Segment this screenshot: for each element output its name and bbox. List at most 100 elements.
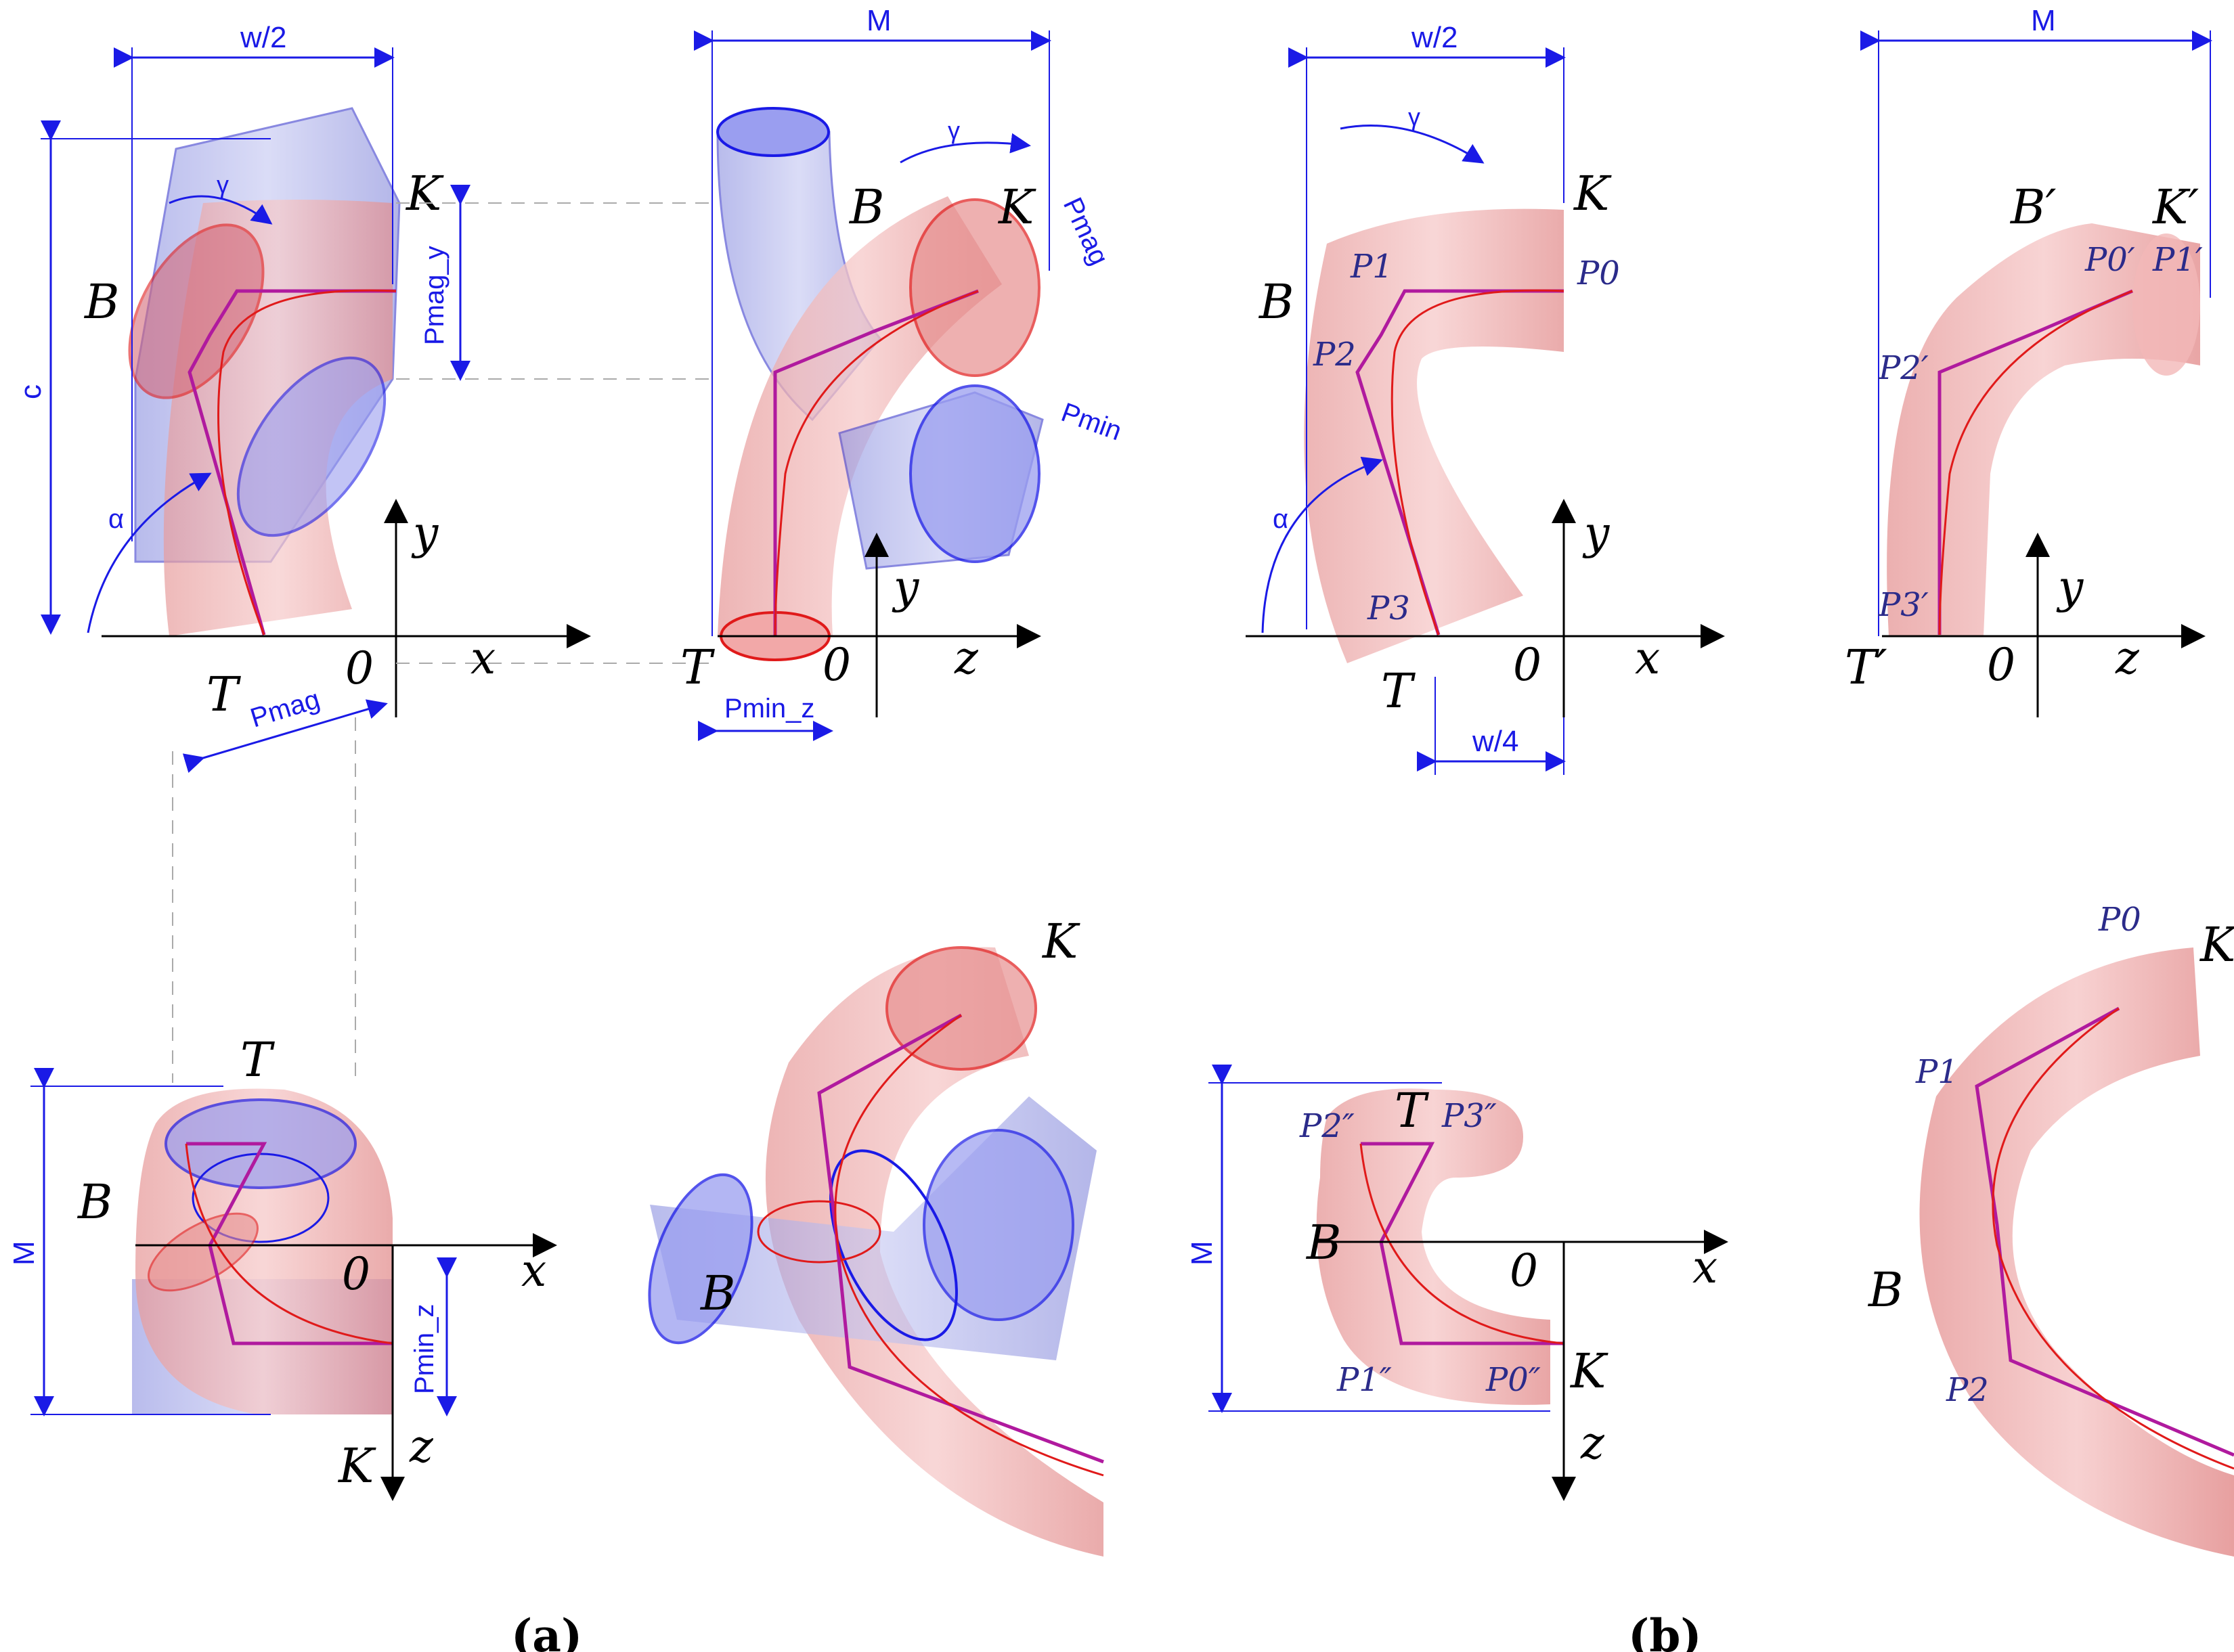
point-P2: P2: [1313, 336, 1356, 374]
point-P1: P1′: [2152, 241, 2203, 279]
point-K: K: [1569, 1343, 1608, 1399]
bezier-curve: [1992, 1007, 2234, 1470]
pink-tube: [1919, 947, 2234, 1557]
red-ellipse: [757, 1200, 881, 1264]
point-B: B: [1258, 274, 1294, 330]
label-gamma: γ: [1408, 103, 1420, 131]
point-T: T: [680, 640, 715, 695]
label-pmin-z: Pmin_z: [724, 694, 814, 723]
origin: 0: [823, 639, 851, 691]
label-w4: w/4: [1472, 725, 1518, 758]
control-polyline: [773, 289, 979, 636]
point-B: B: [699, 1266, 735, 1321]
axis-z-label: z: [2115, 632, 2140, 684]
origin: 0: [342, 1248, 370, 1300]
point-B: B: [76, 1174, 112, 1230]
bezier-curve: [774, 290, 979, 637]
angle-alpha-arc: [1261, 456, 1383, 633]
label-pmin-side: Pmin: [1057, 397, 1126, 447]
axis-y-label: y: [1582, 507, 1610, 559]
axis-x-label: x: [1635, 632, 1660, 684]
label-M: M: [7, 1241, 41, 1266]
label-c: c: [14, 384, 47, 399]
point-T: T: [206, 667, 241, 722]
pink-tube: [1316, 1088, 1550, 1405]
label-pmag-side: Pmag: [1057, 193, 1114, 269]
axis-y-label: y: [2056, 561, 2084, 613]
blue-ellipse: [236, 356, 387, 537]
caption-a: (a): [511, 1609, 582, 1652]
caption-b: (b): [1628, 1609, 1702, 1652]
point-B: B: [848, 179, 884, 235]
blue-ellipse: [716, 107, 830, 157]
point-P2: P2: [1946, 1371, 1989, 1409]
label-pmin-z: Pmin_z: [410, 1304, 439, 1394]
label-w2: w/2: [240, 21, 286, 54]
blue-ellipse: [648, 1173, 753, 1345]
axis-y-label: y: [411, 507, 439, 559]
panel-b-iso-view: P0 K P1 B P2: [1867, 901, 2234, 1557]
point-P0: P0: [2098, 901, 2141, 939]
red-ellipse: [128, 223, 265, 399]
panel-b-side-view: M z y B′ K′ T′ 0 P0′ P1′ P2′ P3′: [1845, 4, 2212, 717]
point-P0: P0″: [1485, 1361, 1541, 1399]
label-gamma: γ: [948, 116, 960, 144]
axis-y-label: y: [892, 561, 919, 613]
axis-z-label: z: [954, 632, 979, 684]
point-K: K: [337, 1438, 376, 1494]
control-polyline: [188, 289, 396, 635]
panel-a-side-view: M Pmin_z Pmag Pmin γ z y B K T 0: [680, 4, 1126, 741]
point-B: B: [83, 274, 119, 330]
angle-gamma-arc: [900, 133, 1031, 164]
point-P2: P2′: [1878, 349, 1929, 387]
point-P3: P3′: [1878, 586, 1929, 624]
angle-alpha-arc: [87, 472, 212, 633]
point-P1: P1: [1915, 1053, 1958, 1091]
origin: 0: [1510, 1245, 1538, 1297]
point-P1: P1″: [1336, 1361, 1392, 1399]
angle-gamma-arc: [1340, 125, 1485, 164]
point-K: K: [1041, 914, 1080, 969]
label-gamma: γ: [217, 171, 229, 198]
pink-ellipse: [2132, 233, 2200, 376]
origin: 0: [345, 642, 374, 694]
point-B: B: [1305, 1215, 1341, 1270]
bezier-curve: [1359, 1143, 1564, 1345]
point-P3: P3″: [1441, 1097, 1497, 1135]
angle-gamma-arc: [169, 195, 273, 225]
point-K: K: [1573, 166, 1612, 221]
panel-b-front-view: w/2 w/4 α γ x y K B T 0 P0 P1 P2 P3: [1246, 21, 1725, 775]
label-alpha: α: [1273, 504, 1288, 534]
panel-a-front-view: w/2 c Pmag_y Pmag α γ x y K B T 0: [14, 21, 718, 1083]
bezier-curve: [185, 1143, 393, 1345]
point-P0: P0: [1577, 254, 1620, 292]
point-P1: P1: [1350, 248, 1393, 286]
axis-x-label: x: [521, 1245, 546, 1297]
bezier-curve: [834, 1014, 1104, 1477]
bezier-curve: [1938, 290, 2133, 635]
panel-a-top-view: M Pmin_z x z T B K 0: [7, 1032, 557, 1501]
label-w2: w/2: [1411, 21, 1458, 54]
bezier-curve: [1390, 289, 1564, 635]
point-K: K: [997, 179, 1036, 235]
label-M: M: [867, 4, 892, 37]
axis-x-label: x: [470, 632, 496, 684]
control-polyline: [1355, 289, 1564, 635]
point-K: K′: [2151, 179, 2199, 235]
blue-ellipse: [829, 1149, 958, 1341]
label-M: M: [2031, 4, 2056, 37]
point-K: K: [405, 166, 444, 221]
point-K: K: [2199, 917, 2234, 973]
blue-ellipse: [909, 384, 1041, 563]
label-alpha: α: [108, 504, 124, 534]
point-B: B′: [2009, 179, 2056, 235]
control-polyline: [1975, 1006, 2234, 1457]
origin: 0: [1513, 639, 1541, 691]
control-polyline: [1937, 289, 2133, 635]
point-P0: P0′: [2084, 241, 2135, 279]
label-M: M: [1185, 1241, 1219, 1266]
axis-x-label: x: [1692, 1241, 1717, 1293]
point-T: T: [240, 1032, 275, 1088]
origin: 0: [1987, 639, 2015, 691]
pink-tube: [1304, 208, 1564, 663]
